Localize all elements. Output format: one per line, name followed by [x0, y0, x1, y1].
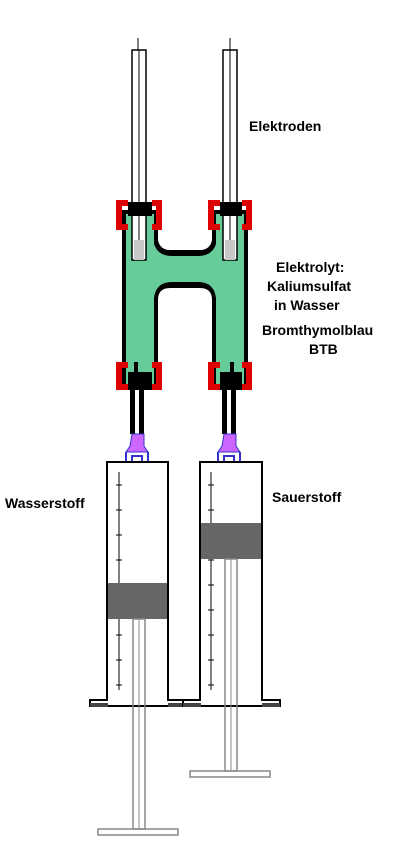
label-solvent: in Wasser — [274, 297, 340, 313]
syringe-hydrogen — [89, 461, 187, 836]
clamps — [116, 200, 252, 390]
clamp-bottom-right — [208, 362, 252, 390]
clamp-bottom-left — [116, 362, 162, 390]
outlet-tubes — [130, 390, 236, 434]
label-electrodes: Elektroden — [249, 118, 322, 134]
label-indicator: Bromthymolblau — [262, 322, 374, 338]
scale-hydrogen — [116, 472, 122, 690]
label-hydrogen: Wasserstoff — [5, 495, 85, 511]
electrolysis-cell — [122, 210, 248, 390]
label-oxygen: Sauerstoff — [272, 489, 342, 505]
label-indicator-abbr: BTB — [309, 341, 338, 357]
valve-left — [125, 433, 149, 463]
label-electrolyte: Elektrolyt: — [276, 259, 345, 275]
valve-right — [217, 433, 241, 463]
clamp-top-left — [116, 200, 162, 230]
label-salt: Kaliumsulfat — [267, 278, 352, 294]
clamp-top-right — [208, 200, 252, 230]
syringe-oxygen — [182, 461, 281, 778]
